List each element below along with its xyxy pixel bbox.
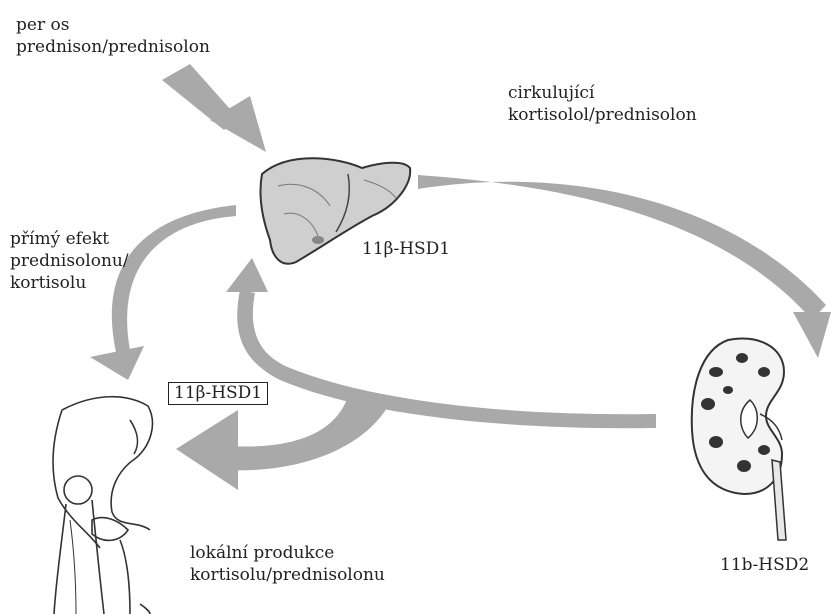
- local-production-line1: lokální produkce: [190, 542, 385, 564]
- return-arrow: [226, 258, 656, 428]
- liver-enzyme-label: 11β-HSD1: [362, 238, 450, 260]
- oral-intake-arrow: [162, 64, 266, 152]
- direct-effect-line1: přímý efekt: [10, 228, 129, 250]
- kidney-icon: [692, 339, 786, 540]
- direct-effect-label: přímý efekt prednisolonu/ kortisolu: [10, 228, 129, 294]
- direct-effect-line3: kortisolu: [10, 272, 129, 294]
- circulating-line2: kortisolol/prednisolon: [508, 104, 697, 126]
- bone-enzyme-label: 11β-HSD1: [168, 382, 268, 405]
- hip-bone-icon: [53, 397, 152, 614]
- oral-intake-line1: per os: [16, 14, 210, 36]
- local-production-arrow: [176, 390, 392, 490]
- circulation-arrow: [418, 175, 831, 358]
- kidney-enzyme-label: 11b-HSD2: [720, 554, 809, 576]
- direct-effect-line2: prednisolonu/: [10, 250, 129, 272]
- local-production-line2: kortisolu/prednisolonu: [190, 564, 385, 586]
- oral-intake-label: per os prednison/prednisolon: [16, 14, 210, 58]
- circulating-label: cirkulující kortisolol/prednisolon: [508, 82, 697, 126]
- oral-intake-line2: prednison/prednisolon: [16, 36, 210, 58]
- local-production-label: lokální produkce kortisolu/prednisolonu: [190, 542, 385, 586]
- circulating-line1: cirkulující: [508, 82, 697, 104]
